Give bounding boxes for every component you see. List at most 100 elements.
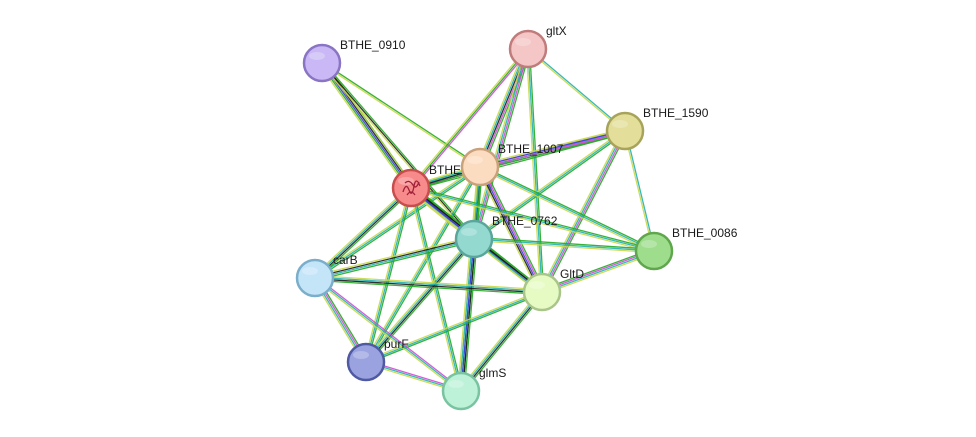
edge-evidence-line: [527, 48, 543, 293]
edge-GltD-glmS[interactable]: [458, 290, 545, 393]
nodes-layer: [295, 29, 674, 411]
edge-evidence-line: [320, 63, 411, 190]
edge-evidence-line: [528, 47, 626, 131]
node-gltX[interactable]: [508, 29, 548, 69]
edge-evidence-line: [315, 188, 412, 280]
node-circle[interactable]: [605, 111, 645, 151]
edge-BTHE-carB[interactable]: [312, 185, 414, 281]
edge-BTHE_1590-BTHE_0086[interactable]: [623, 130, 656, 252]
node-circle[interactable]: [346, 342, 386, 382]
node-purF[interactable]: [346, 342, 386, 382]
edge-evidence-line: [539, 129, 624, 292]
edge-evidence-line: [528, 48, 545, 292]
edge-evidence-line: [476, 168, 540, 294]
node-label-GltD: GltD: [560, 267, 584, 281]
edge-evidence-line: [322, 61, 476, 239]
edge-evidence-line: [482, 165, 546, 291]
edge-evidence-line: [321, 63, 480, 169]
edge-evidence-line: [460, 238, 475, 392]
edge-evidence-line: [314, 278, 542, 294]
node-BTHE[interactable]: [391, 168, 431, 208]
edge-BTHE_0910-BTHE[interactable]: [318, 60, 415, 191]
edge-evidence-line: [527, 49, 625, 133]
node-BTHE_0910[interactable]: [302, 43, 342, 83]
edge-BTHE_0762-BTHE_0086[interactable]: [473, 236, 655, 254]
edge-gltX-BTHE_1590[interactable]: [527, 47, 626, 133]
node-circle[interactable]: [508, 29, 548, 69]
edge-evidence-line: [321, 62, 412, 189]
edge-evidence-line: [312, 185, 410, 277]
edge-evidence-line: [625, 130, 656, 251]
edge-evidence-line: [479, 166, 655, 252]
edge-BTHE_1007-BTHE_0086[interactable]: [479, 164, 655, 254]
node-circle[interactable]: [522, 272, 562, 312]
edge-BTHE_0762-glmS[interactable]: [457, 238, 478, 392]
edge-carB-glmS[interactable]: [313, 276, 463, 393]
node-label-BTHE_0086: BTHE_0086: [672, 226, 738, 240]
edge-evidence-line: [479, 167, 654, 254]
edge-evidence-line: [461, 239, 477, 392]
edge-GltD-BTHE_0086[interactable]: [540, 248, 656, 295]
edge-BTHE_1007-carB[interactable]: [313, 165, 482, 280]
node-circle[interactable]: [634, 231, 674, 271]
node-highlight: [467, 156, 483, 164]
node-GltD[interactable]: [522, 272, 562, 312]
edge-evidence-line: [315, 167, 482, 280]
edge-evidence-line: [476, 47, 526, 167]
edge-evidence-line: [315, 276, 543, 292]
edge-evidence-line: [458, 238, 474, 391]
edge-BTHE_1007-GltD[interactable]: [476, 165, 546, 294]
edge-gltX-GltD[interactable]: [525, 48, 545, 293]
node-circle[interactable]: [391, 168, 431, 208]
edge-BTHE-purF[interactable]: [363, 187, 414, 363]
edge-evidence-line: [321, 62, 475, 240]
edge-evidence-line: [363, 236, 473, 361]
edge-BTHE-BTHE_0086[interactable]: [410, 185, 655, 254]
edge-BTHE-glmS[interactable]: [408, 187, 464, 392]
edge-evidence-line: [315, 276, 463, 391]
node-label-gltX: gltX: [546, 24, 567, 38]
node-BTHE_0086[interactable]: [634, 231, 674, 271]
edge-evidence-line: [411, 49, 530, 190]
node-highlight: [353, 351, 369, 359]
node-label-BTHE_1590: BTHE_1590: [643, 106, 709, 120]
edge-GltD-purF[interactable]: [365, 289, 543, 365]
edge-evidence-line: [313, 278, 461, 393]
edge-BTHE_1590-GltD[interactable]: [539, 129, 628, 294]
edge-evidence-line: [411, 187, 464, 391]
node-BTHE_1590[interactable]: [605, 111, 645, 151]
edge-evidence-line: [366, 239, 476, 363]
edge-evidence-line: [458, 290, 541, 390]
edge-BTHE_0910-BTHE_1007[interactable]: [321, 61, 481, 169]
edge-evidence-line: [410, 48, 529, 189]
edge-evidence-line: [473, 239, 654, 254]
edge-evidence-line: [480, 164, 655, 251]
edge-BTHE_1590-BTHE_1007[interactable]: [479, 128, 626, 170]
node-BTHE_0762[interactable]: [454, 219, 494, 259]
node-carB[interactable]: [295, 258, 335, 298]
edge-BTHE_0762-purF[interactable]: [363, 236, 477, 365]
edge-evidence-line: [315, 240, 475, 281]
node-circle[interactable]: [460, 147, 500, 187]
edge-GltD-carB[interactable]: [314, 274, 543, 296]
node-glmS[interactable]: [441, 371, 481, 411]
edge-evidence-line: [316, 189, 414, 281]
edge-BTHE_0910-BTHE_0762[interactable]: [320, 61, 476, 241]
node-highlight: [398, 177, 414, 185]
node-BTHE_1007[interactable]: [460, 147, 500, 187]
edge-evidence-line: [367, 240, 477, 365]
edge-evidence-line: [479, 129, 625, 167]
edge-evidence-line: [366, 292, 543, 365]
edge-gltX-BTHE[interactable]: [409, 47, 530, 190]
edge-evidence-line: [365, 187, 412, 363]
node-circle[interactable]: [302, 43, 342, 83]
node-circle[interactable]: [441, 371, 481, 411]
edge-evidence-line: [475, 49, 531, 240]
node-circle[interactable]: [295, 258, 335, 298]
edge-BTHE_1590-BTHE_0762[interactable]: [472, 129, 627, 241]
edge-evidence-line: [409, 47, 528, 188]
edge-BTHE_0762-carB[interactable]: [314, 236, 475, 281]
node-circle[interactable]: [454, 219, 494, 259]
